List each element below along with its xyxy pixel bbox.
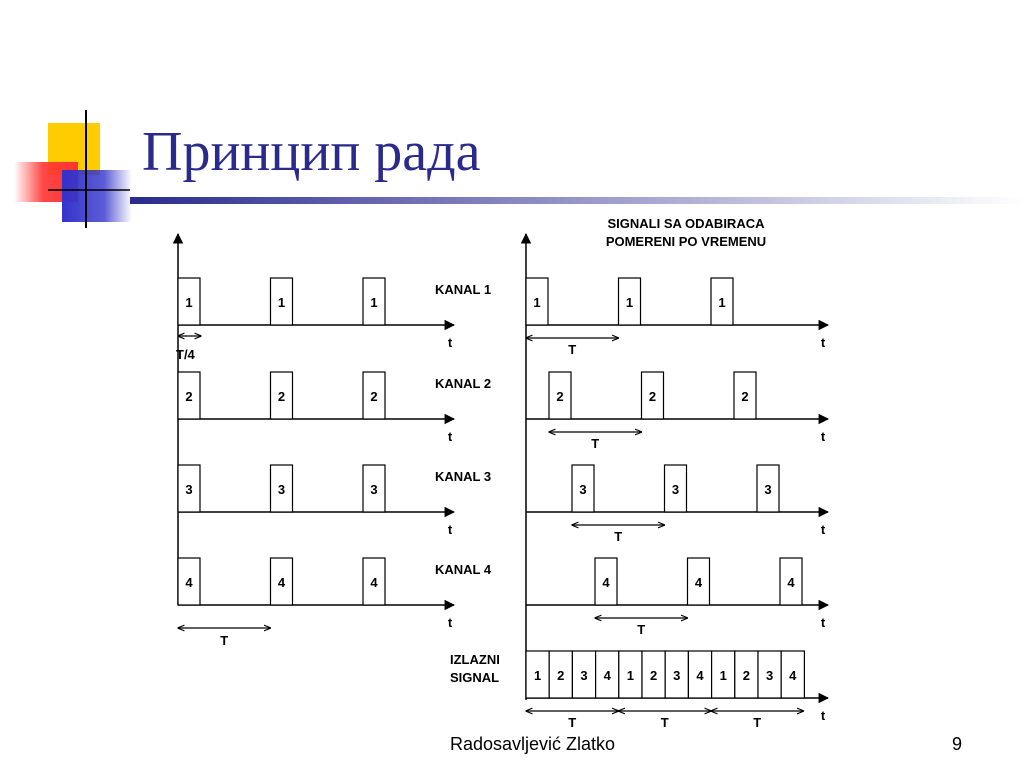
right-title-line-1: SIGNALI SA ODABIRACA (608, 216, 766, 231)
right-pulse-ch3-1 (571, 464, 595, 513)
output-slot-12 (780, 650, 806, 699)
output-slot-label-11: 3 (766, 668, 773, 683)
title-underline (130, 197, 1024, 204)
left-pulse-ch2-2-label: 2 (278, 389, 285, 404)
left-pulse-ch3-1-label: 3 (185, 482, 192, 497)
left-axis-t-label-4: t (448, 615, 453, 630)
output-slot-label-5: 1 (627, 668, 634, 683)
left-pulse-ch4-3-label: 4 (370, 575, 378, 590)
right-pulse-ch3-2-label: 3 (672, 482, 679, 497)
right-pulse-ch4-1 (594, 557, 618, 606)
right-pulse-ch4-3 (779, 557, 803, 606)
left-pulse-ch1-3 (362, 277, 386, 326)
footer-author: Radosavljević Zlatko (450, 734, 616, 754)
right-pulse-ch1-1 (525, 277, 549, 326)
output-slot-label-7: 3 (673, 668, 680, 683)
right-period-label-ch3: T (614, 529, 622, 544)
output-axis-t-label: t (821, 708, 826, 723)
corner-decoration (14, 110, 132, 228)
left-pulse-ch1-1-label: 1 (185, 295, 192, 310)
slide-title: Принцип рада (142, 121, 481, 183)
output-slot-label-4: 4 (604, 668, 612, 683)
channel-label-1: KANAL 1 (435, 282, 491, 297)
left-pulse-ch2-1 (177, 371, 201, 420)
right-pulse-ch1-2-label: 1 (626, 295, 633, 310)
right-pulse-ch4-3-label: 4 (787, 575, 795, 590)
output-period-label-2: T (661, 715, 669, 730)
channel-label-3: KANAL 3 (435, 469, 491, 484)
output-slot-label-9: 1 (720, 668, 727, 683)
right-pulse-ch2-2-label: 2 (649, 389, 656, 404)
output-slot-label-10: 2 (743, 668, 750, 683)
right-pulse-ch4-2 (686, 557, 711, 606)
left-pulse-ch1-3-label: 1 (370, 295, 377, 310)
left-pulse-ch2-1-label: 2 (185, 389, 192, 404)
right-pulse-ch2-3-label: 2 (741, 389, 748, 404)
right-pulse-ch3-1-label: 3 (579, 482, 586, 497)
right-axis-t-label-3: t (821, 522, 826, 537)
left-axis-t-label-3: t (448, 522, 453, 537)
left-pulse-ch1-1 (177, 277, 201, 326)
right-pulse-ch2-1 (548, 371, 572, 420)
quarter-period-label: T/4 (176, 347, 196, 362)
output-slot-label-12: 4 (789, 668, 797, 683)
left-pulse-ch1-2 (269, 277, 294, 326)
right-pulse-ch1-3-label: 1 (718, 295, 725, 310)
left-pulse-ch2-2 (269, 371, 294, 420)
deco-blue-square (62, 170, 132, 222)
right-axis-t-label-4: t (821, 615, 826, 630)
left-pulse-ch4-2 (269, 557, 294, 606)
right-pulse-ch2-3 (733, 371, 757, 420)
right-pulse-ch1-2 (617, 277, 642, 326)
left-axis-t-label-2: t (448, 429, 453, 444)
right-pulse-ch4-2-label: 4 (695, 575, 703, 590)
output-label-line-1: IZLAZNI (450, 652, 500, 667)
left-pulse-ch3-3-label: 3 (370, 482, 377, 497)
left-pulse-ch2-3 (362, 371, 386, 420)
right-axis-t-label-2: t (821, 429, 826, 444)
right-pulse-ch3-2 (663, 464, 688, 513)
output-slot-label-2: 2 (557, 668, 564, 683)
right-pulse-ch2-2 (640, 371, 665, 420)
right-period-label-ch2: T (591, 436, 599, 451)
output-slot-label-8: 4 (696, 668, 704, 683)
output-slot-label-3: 3 (580, 668, 587, 683)
output-slot-label-1: 1 (534, 668, 541, 683)
right-pulse-ch4-1-label: 4 (602, 575, 610, 590)
left-pulse-ch2-3-label: 2 (370, 389, 377, 404)
output-label-line-2: SIGNAL (450, 670, 499, 685)
right-pulse-ch3-3-label: 3 (764, 482, 771, 497)
right-period-label-ch4: T (637, 622, 645, 637)
left-pulse-ch4-2-label: 4 (278, 575, 286, 590)
left-pulse-ch4-3 (362, 557, 386, 606)
output-period-label-1: T (568, 715, 576, 730)
right-period-label-ch1: T (568, 342, 576, 357)
left-pulse-ch3-3 (362, 464, 386, 513)
right-title-line-2: POMERENI PO VREMENU (606, 234, 766, 249)
left-axis-t-label-1: t (448, 335, 453, 350)
right-pulse-ch2-1-label: 2 (556, 389, 563, 404)
channel-label-2: KANAL 2 (435, 376, 491, 391)
right-axis-t-label-1: t (821, 335, 826, 350)
left-pulse-ch3-2 (269, 464, 294, 513)
left-pulse-ch3-1 (177, 464, 201, 513)
channel-label-4: KANAL 4 (435, 562, 492, 577)
left-period-label: T (220, 633, 228, 648)
left-pulse-ch4-1-label: 4 (185, 575, 193, 590)
page-number: 9 (952, 734, 963, 754)
right-pulse-ch1-1-label: 1 (533, 295, 540, 310)
left-pulse-ch4-1 (177, 557, 201, 606)
right-pulse-ch3-3 (756, 464, 780, 513)
left-pulse-ch3-2-label: 3 (278, 482, 285, 497)
output-period-label-3: T (753, 715, 761, 730)
left-pulse-ch1-2-label: 1 (278, 295, 285, 310)
output-slot-label-6: 2 (650, 668, 657, 683)
right-pulse-ch1-3 (710, 277, 734, 326)
